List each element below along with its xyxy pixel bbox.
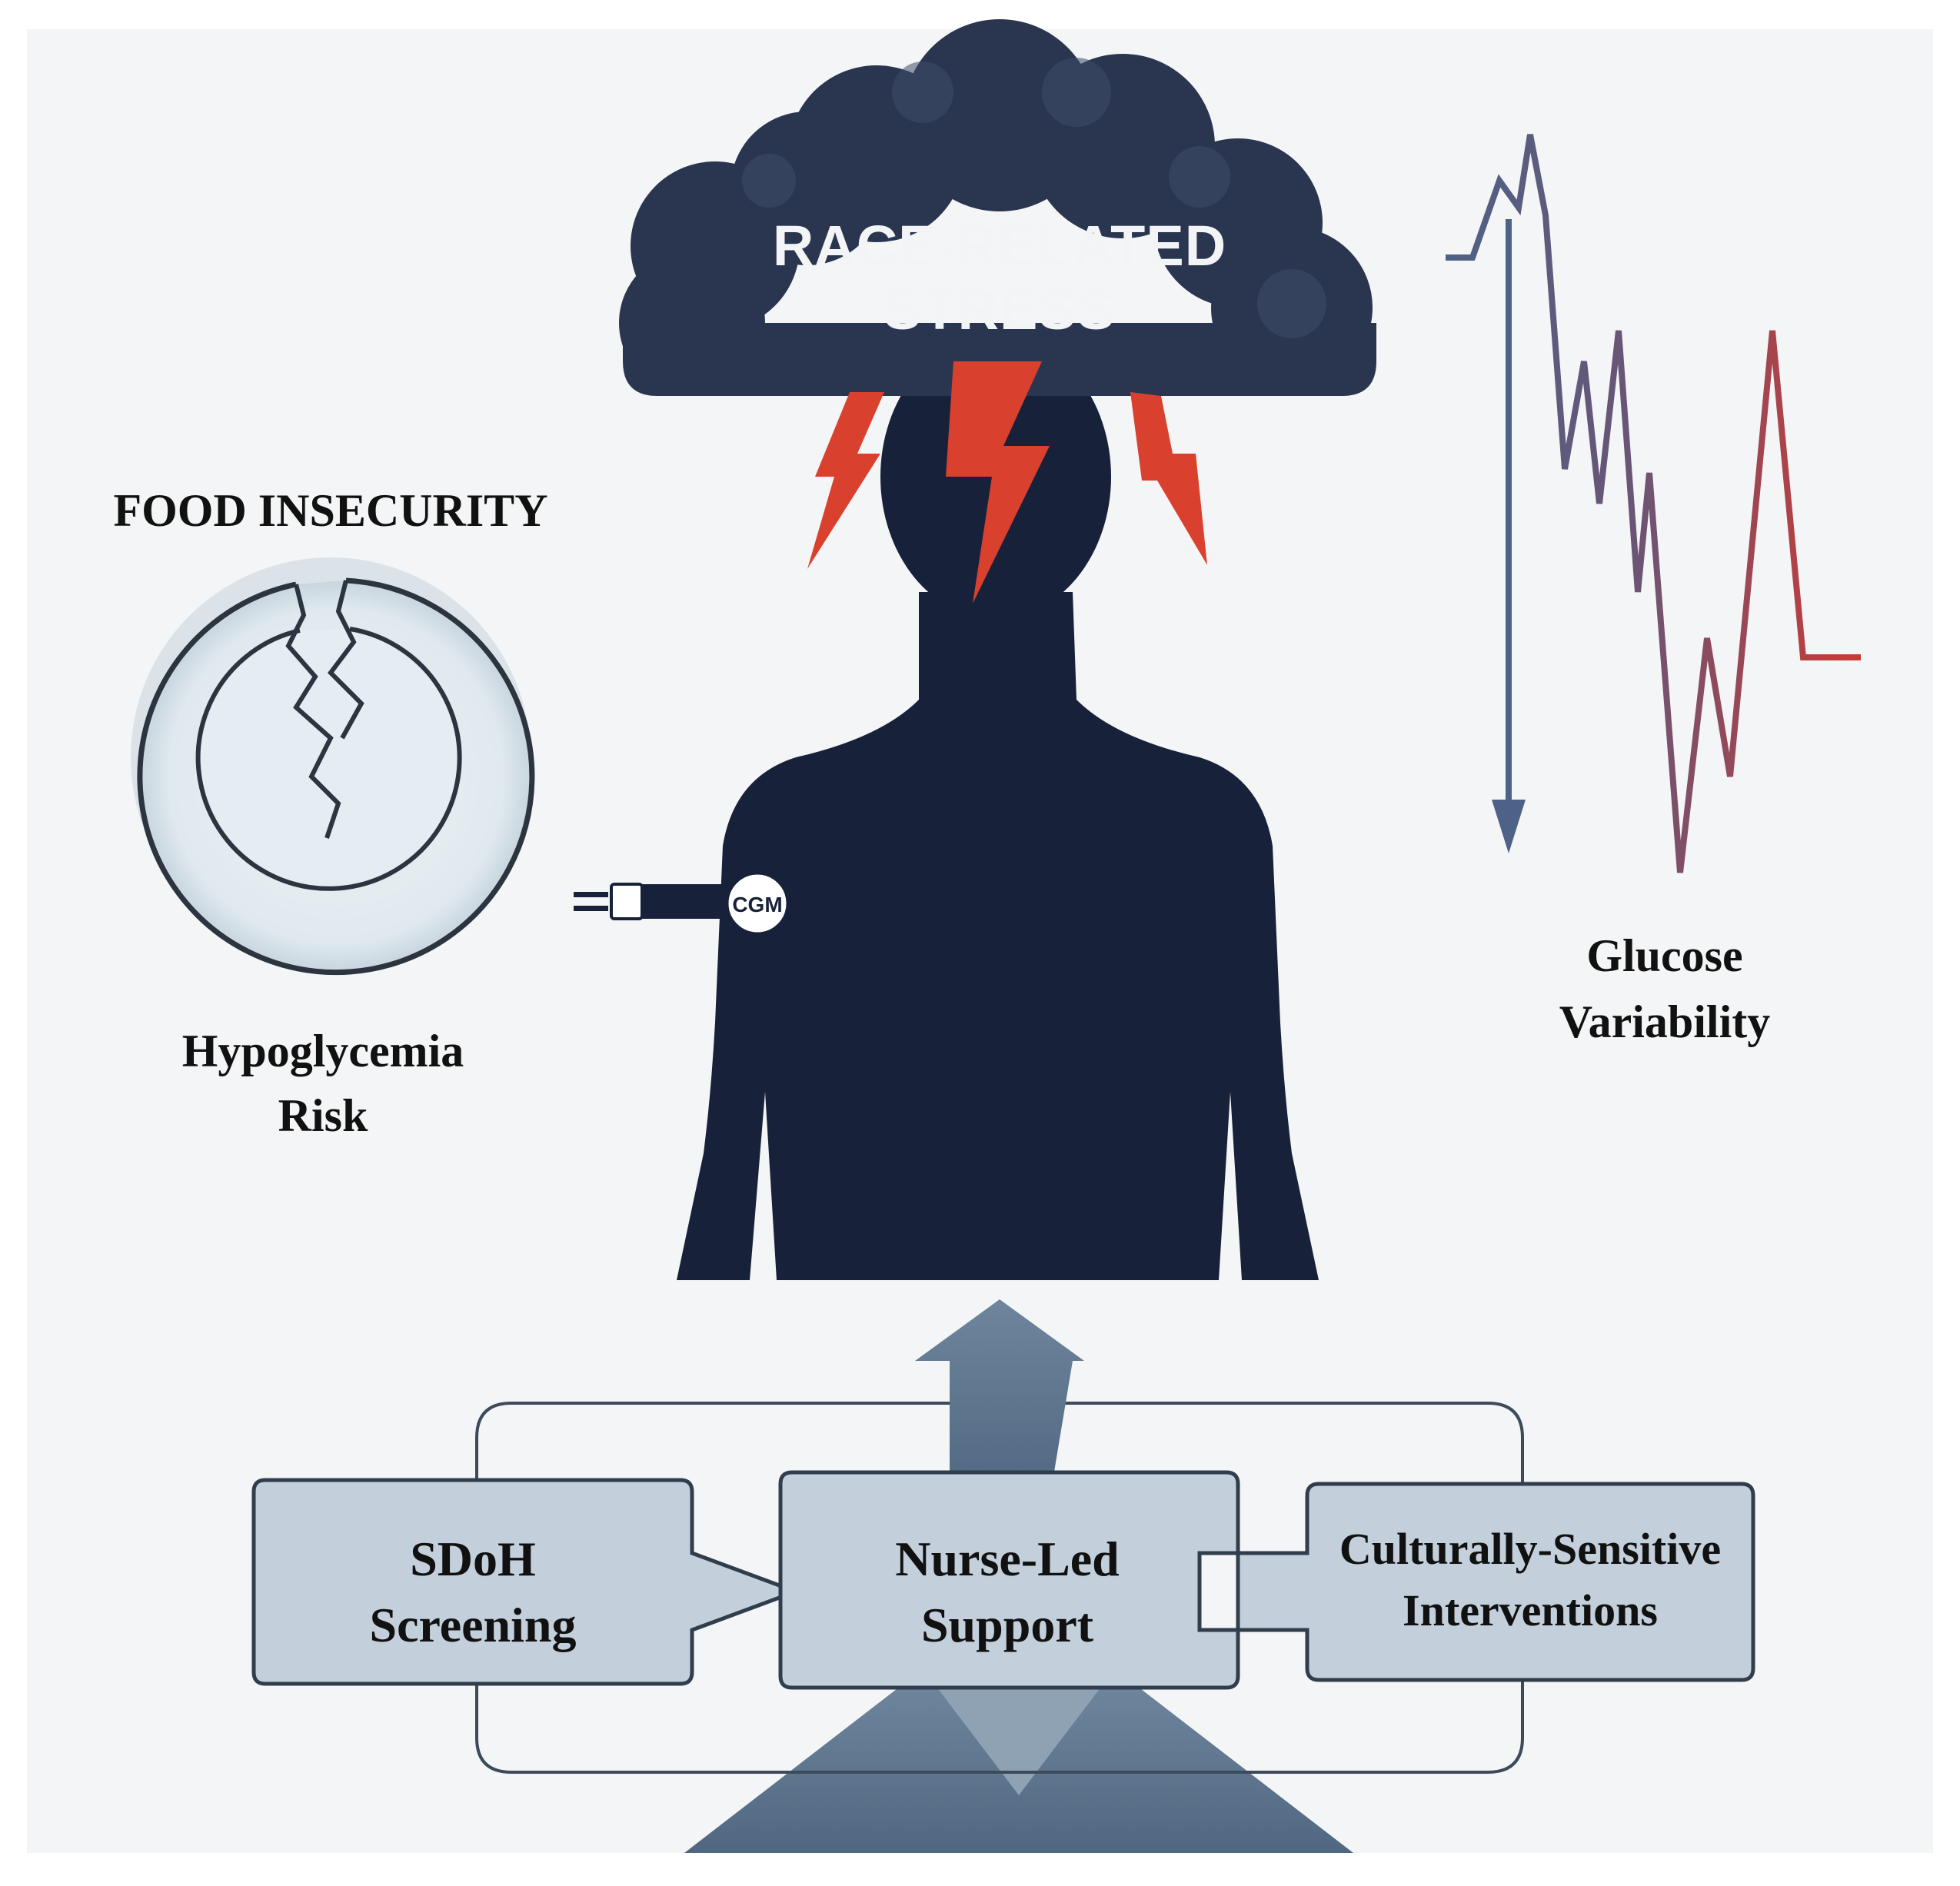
cloud-title-line1: RACE-RELATED (773, 214, 1226, 278)
cgm-sensor-icon (574, 866, 794, 940)
nurse-led-support-label: Nurse-Led Support (792, 1526, 1223, 1658)
box2-line1: Nurse-Led (895, 1532, 1120, 1586)
sdoh-screening-box (251, 1478, 802, 1686)
box3-line1: Culturally-Sensitive (1339, 1524, 1722, 1574)
broken-plate-icon (131, 557, 535, 976)
box1-line1: SDoH (410, 1532, 536, 1586)
cgm-label: CGM (732, 893, 782, 916)
glucose-label-line2: Variability (1559, 996, 1771, 1047)
loop-bottom (475, 1676, 1524, 1774)
sdoh-screening-label: SDoH Screening (269, 1526, 677, 1658)
lightning-bolt-center-icon (946, 361, 1050, 604)
box1-line2: Screening (369, 1598, 577, 1652)
glucose-variability-chart (1446, 134, 1861, 873)
culturally-sensitive-label: Culturally-Sensitive Interventions (1307, 1518, 1753, 1642)
nurse-led-support-box (778, 1470, 1240, 1690)
glucose-label-line1: Glucose (1586, 930, 1743, 981)
food-insecurity-title: FOOD INSECURITY (113, 485, 548, 536)
lightning-bolt-right-icon (1130, 392, 1207, 565)
cloud-highlights (742, 58, 1326, 338)
hypoglycemia-label-line2: Risk (278, 1090, 368, 1141)
lightning-bolt-left-icon (807, 392, 884, 569)
bottom-arrow-notch (934, 1684, 1103, 1795)
hypoglycemia-risk-label: Hypoglycemia Risk (131, 1019, 515, 1148)
box3-line2: Interventions (1403, 1585, 1658, 1635)
cloud-title-line2: STRESS (883, 278, 1116, 341)
box2-line2: Support (920, 1598, 1094, 1652)
culturally-sensitive-box (1236, 1482, 1755, 1682)
hypoglycemia-label-line1: Hypoglycemia (181, 1026, 464, 1076)
glucose-variability-label: Glucose Variability (1484, 923, 1845, 1055)
center-up-arrow (915, 1299, 1084, 1499)
